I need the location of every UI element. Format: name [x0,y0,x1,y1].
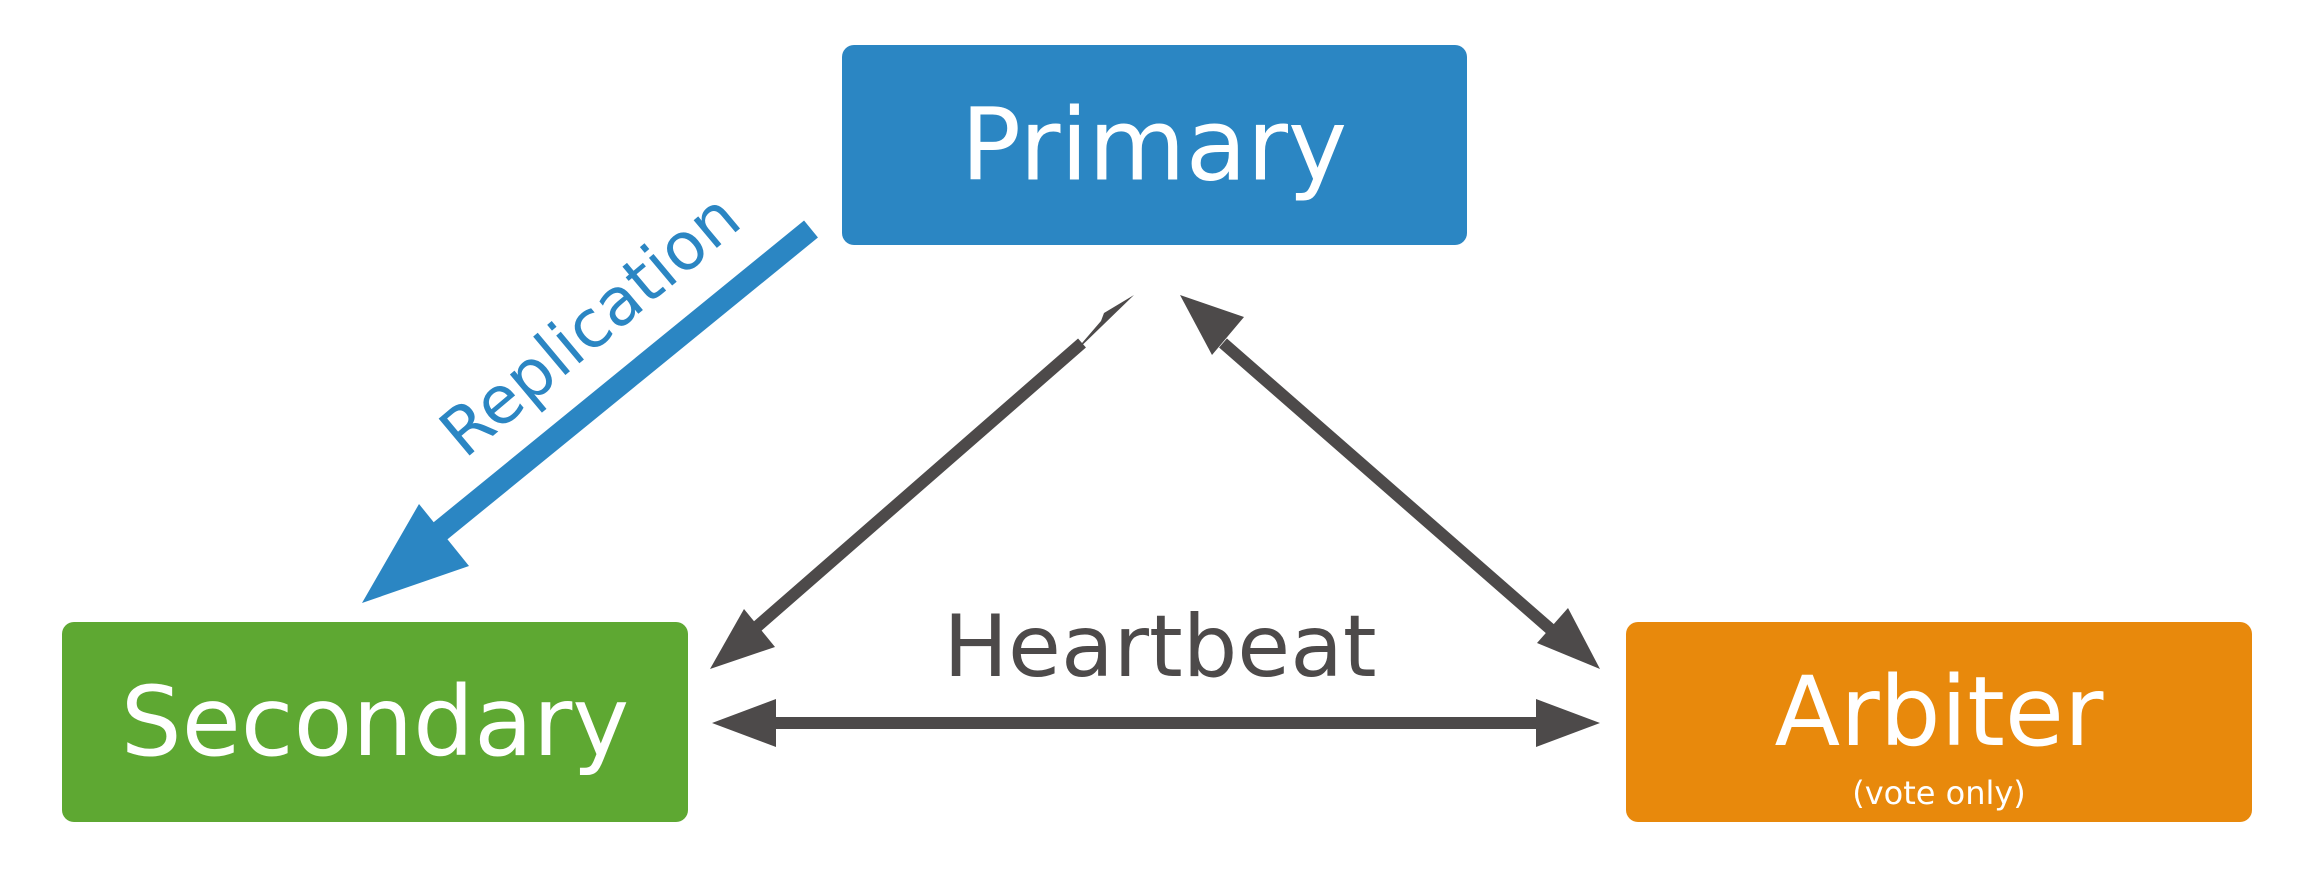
arrowhead-at-arbiter-top [1537,608,1600,669]
heartbeat-arrow-secondary-arbiter [712,699,1600,747]
secondary-box [62,622,688,822]
arbiter-sublabel: (vote only) [1852,774,2026,812]
primary-label: Primary [961,87,1347,204]
heartbeat-shaft-primary-secondary [748,338,1086,636]
arrowhead-at-secondary-top [710,609,775,669]
arbiter-box [1626,622,2252,822]
heartbeat-shaft-primary-arbiter [1219,338,1560,639]
arrowhead-at-primary-right [1180,295,1244,355]
arrowhead-at-primary-left [1070,295,1134,357]
primary-box [842,45,1467,245]
replication-arrowhead [362,504,469,603]
arrowhead-at-secondary-right [712,699,776,747]
arbiter-label: Arbiter [1775,656,2104,768]
heartbeat-label: Heartbeat [943,597,1376,697]
secondary-node: Secondary [62,622,688,822]
replication-shaft [421,220,818,550]
heartbeat-arrow-primary-secondary [710,295,1134,669]
primary-node: Primary [842,45,1467,245]
replication-arrow [362,220,818,603]
arrowhead-at-arbiter-left [1536,699,1600,747]
heartbeat-arrow-primary-arbiter [1180,295,1600,669]
secondary-label: Secondary [121,666,629,778]
arbiter-node: Arbiter (vote only) [1626,622,2252,822]
